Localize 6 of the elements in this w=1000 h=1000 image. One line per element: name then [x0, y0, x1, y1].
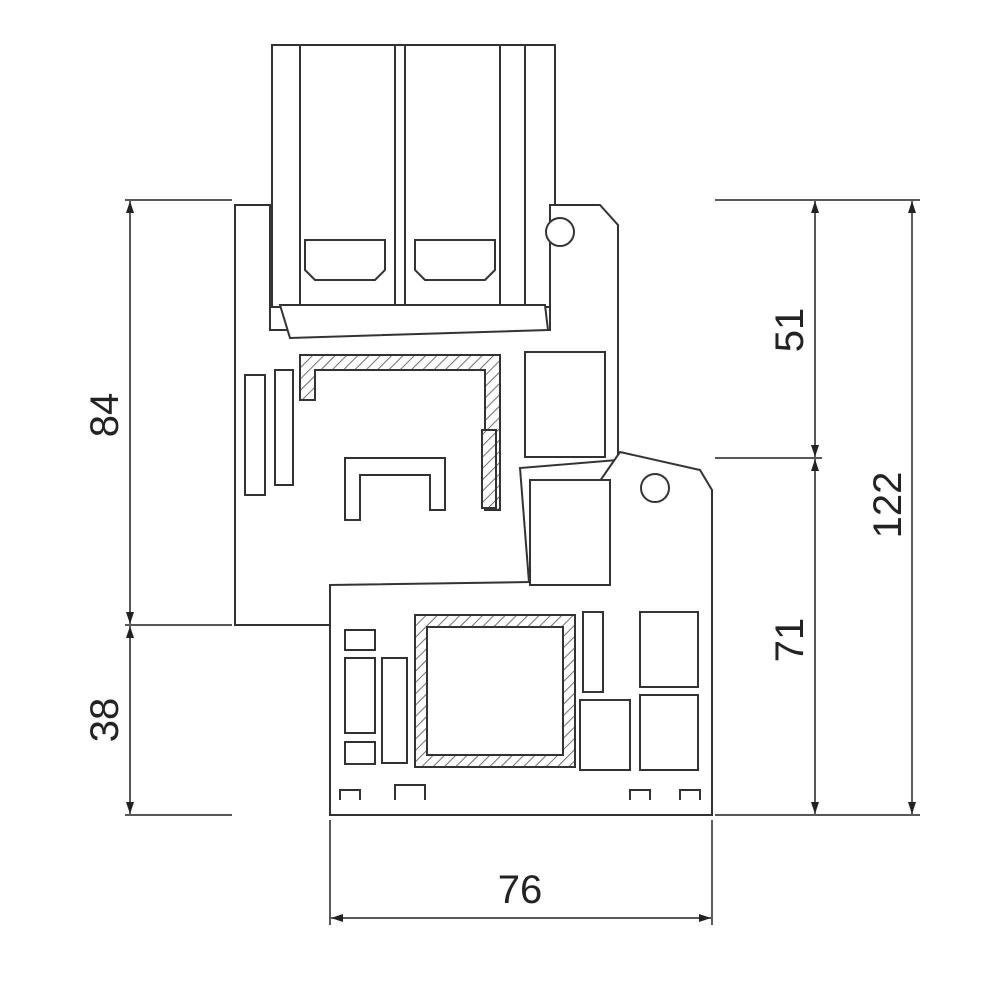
dimension-value: 71: [770, 618, 810, 662]
dimension-value: 38: [85, 698, 125, 742]
dimension-value: 122: [868, 472, 908, 538]
dimension-value: 84: [85, 392, 125, 438]
dimension-value: 76: [498, 870, 542, 910]
dimension-value: 51: [770, 308, 810, 352]
